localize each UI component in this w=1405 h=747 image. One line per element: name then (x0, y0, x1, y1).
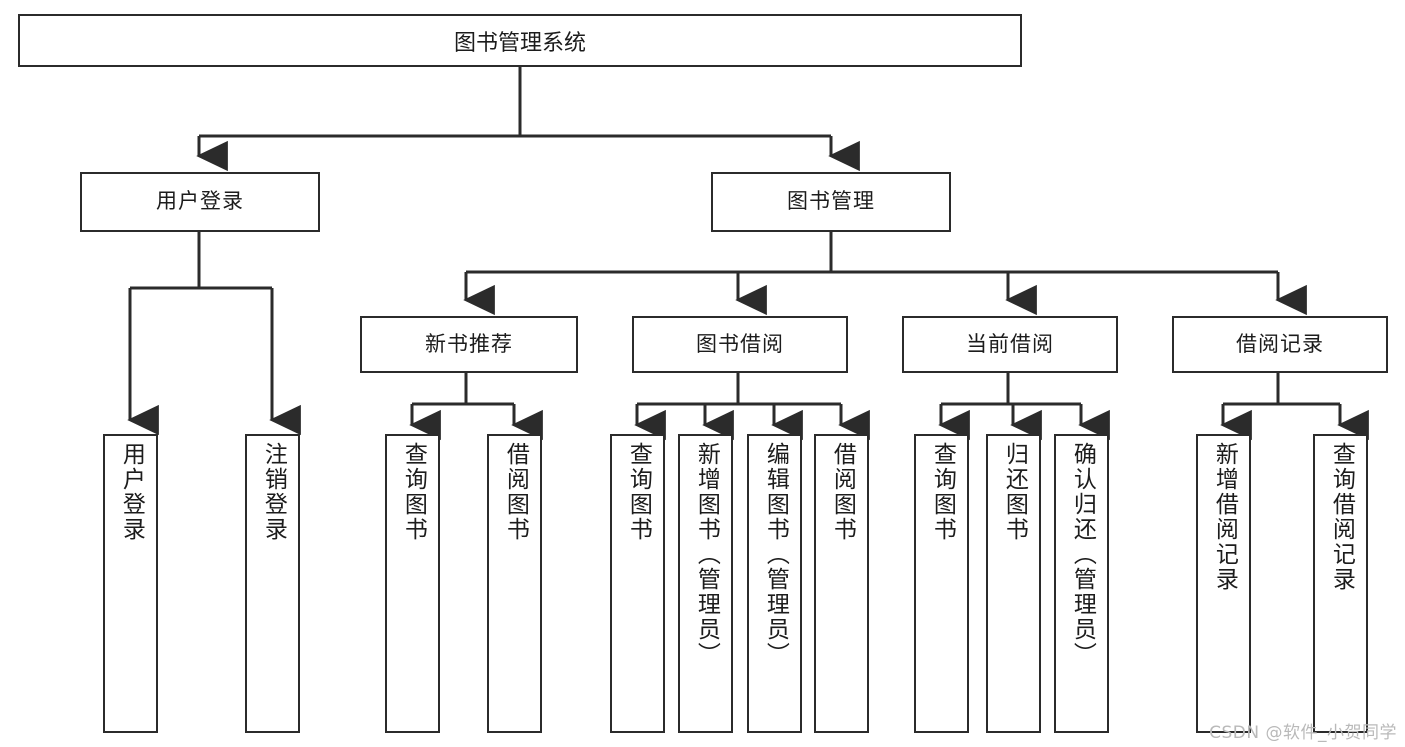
leaf-user-login-signin[interactable]: 用户登录 (103, 434, 158, 733)
leaf-label: 归还图书 (1001, 442, 1028, 542)
leaf-book-borrow-add[interactable]: 新增图书（管理员） (678, 434, 733, 733)
node-book-borrow-label: 图书借阅 (696, 331, 784, 356)
leaf-label: 借阅图书 (829, 442, 856, 542)
leaf-book-borrow-edit[interactable]: 编辑图书（管理员） (747, 434, 802, 733)
node-book-management[interactable]: 图书管理 (711, 172, 951, 232)
leaf-label: 新增借阅记录 (1211, 442, 1238, 592)
node-user-login-label: 用户登录 (156, 189, 244, 214)
csdn-watermark: CSDN @软件_小贺同学 (1209, 723, 1397, 743)
leaf-label: 查询借阅记录 (1328, 442, 1355, 592)
node-current-borrow[interactable]: 当前借阅 (902, 316, 1118, 373)
leaf-borrow-record-query[interactable]: 查询借阅记录 (1313, 434, 1368, 733)
leaf-label: 用户登录 (118, 442, 145, 542)
node-new-book-recommend-label: 新书推荐 (425, 331, 513, 356)
node-book-management-label: 图书管理 (787, 189, 875, 214)
leaf-current-borrow-query[interactable]: 查询图书 (914, 434, 969, 733)
leaf-borrow-record-add[interactable]: 新增借阅记录 (1196, 434, 1251, 733)
node-user-login[interactable]: 用户登录 (80, 172, 320, 232)
leaf-label: 查询图书 (400, 442, 427, 542)
leaf-label: 注销登录 (260, 442, 287, 542)
leaf-book-borrow-query[interactable]: 查询图书 (610, 434, 665, 733)
leaf-label: 查询图书 (929, 442, 956, 542)
leaf-label: 新增图书（管理员） (693, 442, 720, 667)
leaf-label: 编辑图书（管理员） (762, 442, 789, 667)
leaf-label: 确认归还（管理员） (1069, 442, 1096, 667)
node-new-book-recommend[interactable]: 新书推荐 (360, 316, 578, 373)
leaf-book-borrow-lend[interactable]: 借阅图书 (814, 434, 869, 733)
leaf-label: 查询图书 (625, 442, 652, 542)
leaf-label: 借阅图书 (502, 442, 529, 542)
node-borrow-record[interactable]: 借阅记录 (1172, 316, 1388, 373)
leaf-user-login-signout[interactable]: 注销登录 (245, 434, 300, 733)
node-root-label: 图书管理系统 (453, 30, 586, 56)
leaf-new-book-borrow[interactable]: 借阅图书 (487, 434, 542, 733)
node-root-system[interactable]: 图书管理系统 (18, 14, 1022, 67)
leaf-new-book-query[interactable]: 查询图书 (385, 434, 440, 733)
leaf-current-borrow-confirm-return[interactable]: 确认归还（管理员） (1054, 434, 1109, 733)
node-current-borrow-label: 当前借阅 (966, 331, 1054, 356)
node-borrow-record-label: 借阅记录 (1236, 331, 1324, 356)
leaf-current-borrow-return[interactable]: 归还图书 (986, 434, 1041, 733)
node-book-borrow[interactable]: 图书借阅 (632, 316, 848, 373)
